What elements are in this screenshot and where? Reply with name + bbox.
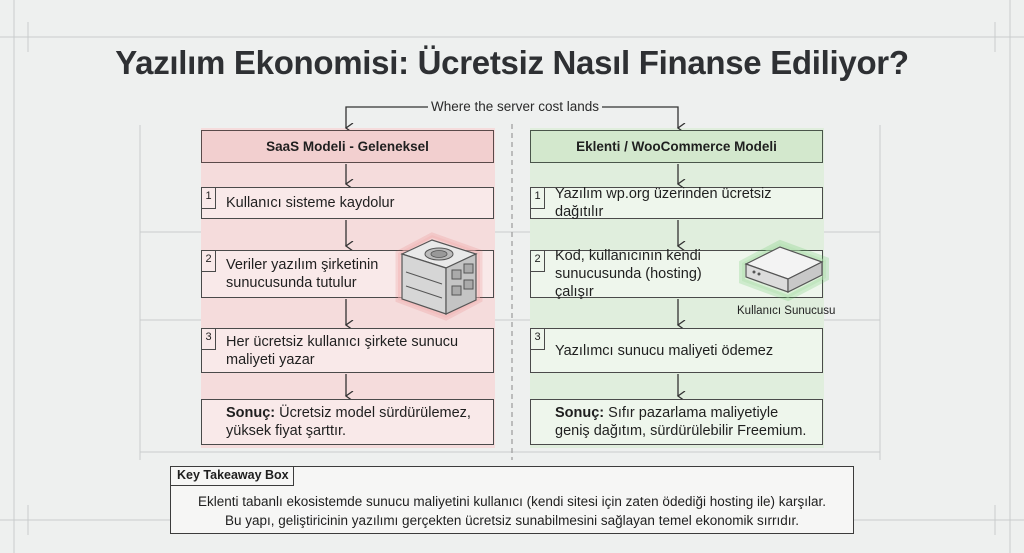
step-number: 2 [531, 251, 545, 272]
step-text: Her ücretsiz kullanıcı şirkete sunucu ma… [226, 333, 459, 368]
plugin-step-2: 2 Kod, kullanıcının kendi sunucusunda (h… [530, 248, 823, 300]
takeaway-text: Eklenti tabanlı ekosistemde sunucu maliy… [171, 492, 853, 530]
plugin-step-3: 3 Yazılımcı sunucu maliyeti ödemez [530, 328, 823, 373]
saas-result: Sonuç: Ücretsiz model sürdürülemez, yüks… [201, 399, 494, 445]
step-number: 3 [202, 329, 216, 350]
takeaway-line-1: Eklenti tabanlı ekosistemde sunucu maliy… [197, 494, 827, 509]
user-server-label: Kullanıcı Sunucusu [737, 305, 836, 317]
saas-step-3: 3 Her ücretsiz kullanıcı şirkete sunucu … [201, 328, 494, 373]
server-cost-label: Where the server cost lands [430, 99, 600, 114]
step-number: 3 [531, 329, 545, 350]
step-number: 1 [531, 188, 545, 209]
plugin-step-1: 1 Yazılım wp.org üzerinden ücretsiz dağı… [530, 186, 823, 220]
step-text: Kod, kullanıcının kendi sunucusunda (hos… [555, 248, 702, 300]
key-takeaway-box: Key Takeaway Box Eklenti tabanlı ekosist… [170, 466, 854, 534]
saas-step-1: 1 Kullanıcı sisteme kaydolur [201, 187, 494, 219]
step-text: Veriler yazılım şirketinin sunucusunda t… [226, 257, 379, 291]
step-number: 2 [202, 251, 216, 272]
saas-header: SaaS Modeli - Geleneksel [201, 130, 494, 163]
result-label: Sonuç: [226, 405, 276, 421]
plugin-header: Eklenti / WooCommerce Modeli [530, 130, 823, 163]
result-body: Ücretsiz model sürdürülemez, yüksek fiya… [226, 405, 471, 439]
page-title: Yazılım Ekonomisi: Ücretsiz Nasıl Finans… [115, 44, 909, 81]
saas-step-2: 2 Veriler yazılım şirketinin sunucusunda… [201, 250, 494, 298]
step-number: 1 [202, 188, 216, 209]
plugin-result: Sonuç: Sıfır pazarlama maliyetiyle geniş… [530, 399, 823, 445]
takeaway-label: Key Takeaway Box [171, 467, 294, 486]
result-text: Sonuç: Ücretsiz model sürdürülemez, yüks… [226, 404, 476, 440]
step-text: Kullanıcı sisteme kaydolur [226, 195, 395, 211]
result-label: Sonuç: [555, 405, 605, 421]
result-body: Sıfır pazarlama maliyetiyle geniş dağıtı… [555, 405, 807, 439]
result-text: Sonuç: Sıfır pazarlama maliyetiyle geniş… [555, 404, 810, 440]
takeaway-line-2: Bu yapı, geliştiricinin yazılımı gerçekt… [225, 513, 799, 528]
step-text: Yazılımcı sunucu maliyeti ödemez [555, 342, 774, 359]
step-text: Yazılım wp.org üzerinden ücretsiz dağıtı… [555, 186, 772, 220]
